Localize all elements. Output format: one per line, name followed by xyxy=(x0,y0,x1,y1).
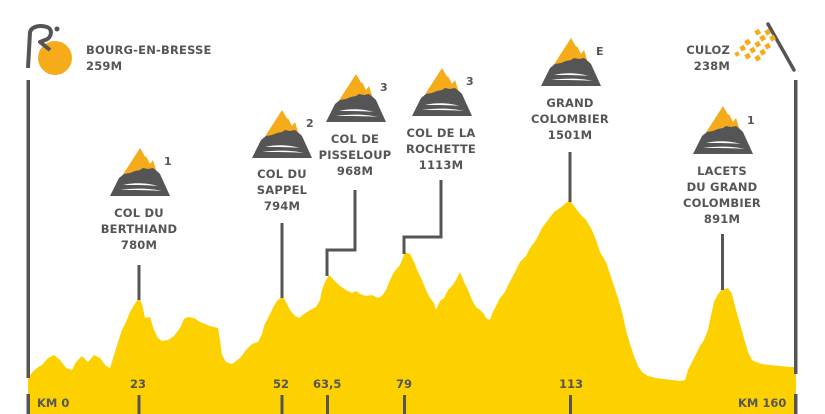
climb-altitude: 1501M xyxy=(547,128,593,142)
climb-label-sappel: COL DU SAPPEL 794M xyxy=(232,166,332,214)
climb-label-grand-colombier: GRAND COLOMBIER 1501M xyxy=(520,95,620,143)
leader-line-rochette xyxy=(402,180,443,254)
climb-name-line2: COLOMBIER xyxy=(531,112,609,126)
climb-name-line2: BERTHIAND xyxy=(100,222,178,236)
category-sappel: 2 xyxy=(306,117,314,130)
category-pisseloup: 3 xyxy=(380,81,388,94)
km-tick-79 xyxy=(403,395,406,414)
leader-line-lacets xyxy=(721,234,724,290)
finish-km-tick xyxy=(794,394,798,414)
climb-altitude: 891M xyxy=(703,212,741,226)
mountain-icon-rochette xyxy=(412,68,472,116)
climb-label-rochette: COL DE LA ROCHETTE 1113M xyxy=(391,125,491,173)
climb-label-berthiand: COL DU BERTHIAND 780M xyxy=(89,205,189,253)
km-label-63-5: 63,5 xyxy=(313,377,342,391)
mountain-icon-sappel xyxy=(252,110,312,158)
mountain-icon-grand-colombier xyxy=(541,38,601,86)
climb-name-line3: COLOMBIER xyxy=(683,196,761,210)
start-altitude: 259M xyxy=(86,59,123,73)
climb-name-line1: COL DE xyxy=(330,132,380,146)
start-logo-icon xyxy=(26,24,72,75)
start-post xyxy=(26,80,30,378)
finish-label: CULOZ 238M xyxy=(670,42,730,74)
climb-label-pisseloup: COL DE PISSELOUP 968M xyxy=(305,131,405,179)
km-label-finish: KM 160 xyxy=(738,396,787,410)
leader-line-grand-colombier xyxy=(568,152,572,202)
elevation-area xyxy=(28,200,796,414)
leader-line-sappel xyxy=(280,223,284,298)
km-tick-113 xyxy=(569,395,572,414)
climb-name-line1: COL DE LA xyxy=(406,126,476,140)
leader-line-pisseloup xyxy=(325,190,357,276)
climb-altitude: 780M xyxy=(120,238,158,252)
category-grand-colombier: E xyxy=(596,45,604,58)
climb-name-line1: LACETS xyxy=(697,164,747,178)
climb-altitude: 794M xyxy=(263,199,301,213)
leader-line-berthiand xyxy=(137,265,141,300)
finish-flag-icon xyxy=(734,22,796,72)
start-name: BOURG-EN-BRESSE xyxy=(86,43,212,57)
km-label-79: 79 xyxy=(396,377,413,391)
category-lacets: 1 xyxy=(747,114,755,127)
km-tick-63-5 xyxy=(326,395,329,414)
climb-name-line2: SAPPEL xyxy=(256,183,308,197)
climb-altitude: 1113M xyxy=(418,158,464,172)
start-label: BOURG-EN-BRESSE 259M xyxy=(86,42,212,74)
climb-label-lacets: LACETS DU GRAND COLOMBIER 891M xyxy=(672,163,772,227)
km-label-113: 113 xyxy=(559,377,584,391)
km-tick-23 xyxy=(137,395,141,414)
climb-name-line2: DU GRAND xyxy=(686,180,758,194)
climb-name-line2: PISSELOUP xyxy=(318,148,392,162)
climb-name-line1: COL DU xyxy=(114,206,164,220)
climb-name-line1: GRAND xyxy=(546,96,594,110)
finish-post xyxy=(794,80,798,374)
category-berthiand: 1 xyxy=(164,155,172,168)
mountain-icon-pisseloup xyxy=(326,74,386,122)
mountain-icon-lacets xyxy=(693,106,753,154)
climb-name-line1: COL DU xyxy=(257,167,307,181)
mountain-icon-berthiand xyxy=(110,148,170,196)
finish-altitude: 238M xyxy=(693,59,730,73)
km-label-start: KM 0 xyxy=(37,396,70,410)
finish-name: CULOZ xyxy=(686,43,730,57)
climb-name-line2: ROCHETTE xyxy=(406,142,476,156)
climb-altitude: 968M xyxy=(336,164,374,178)
km-tick-52 xyxy=(280,395,284,414)
km-label-52: 52 xyxy=(273,377,290,391)
start-km-tick xyxy=(26,394,30,414)
km-label-23: 23 xyxy=(130,377,147,391)
category-rochette: 3 xyxy=(466,75,474,88)
